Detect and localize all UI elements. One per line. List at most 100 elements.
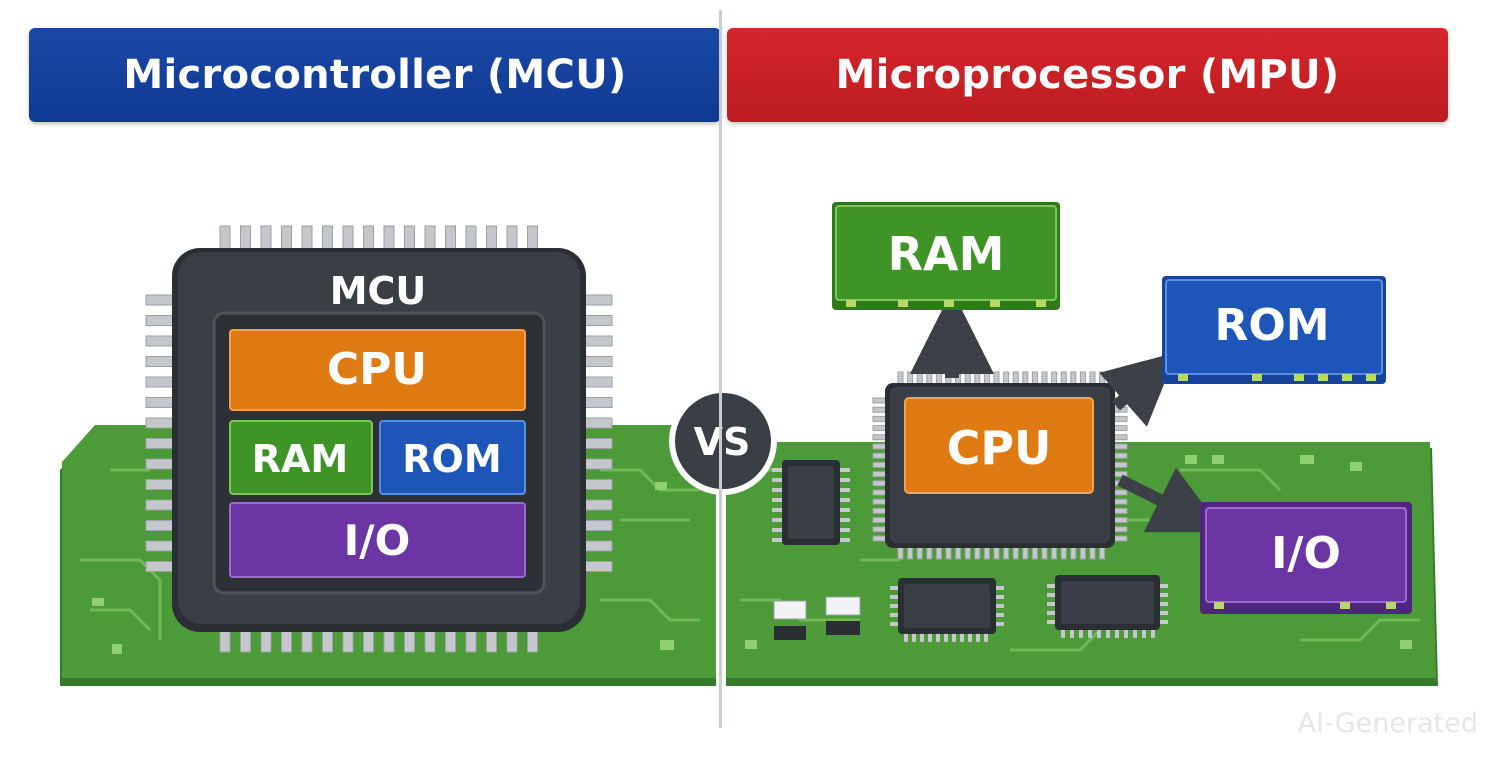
chip-pin bbox=[996, 595, 1004, 599]
chip-pin bbox=[872, 471, 887, 478]
mcu-cpu-label: CPU bbox=[327, 344, 427, 395]
chip-pin bbox=[1113, 517, 1128, 524]
chip-pin bbox=[583, 479, 613, 490]
mpu-ram-module bbox=[832, 202, 1060, 310]
chip-pin bbox=[890, 586, 898, 590]
chip-pin bbox=[872, 526, 887, 533]
mpu-title-banner: Microprocessor (MPU) bbox=[727, 28, 1448, 122]
chip-pin bbox=[840, 528, 850, 532]
chip-pin bbox=[145, 540, 175, 552]
mcu-io-block bbox=[229, 502, 526, 578]
chip-pin bbox=[1047, 620, 1055, 624]
chip-pin bbox=[260, 225, 272, 251]
chip-pin bbox=[872, 498, 887, 505]
chip-pin bbox=[583, 417, 613, 429]
chip-pin bbox=[363, 225, 374, 251]
chip-pin bbox=[1151, 630, 1155, 638]
chip-pin bbox=[772, 478, 782, 482]
chip-pin bbox=[1113, 415, 1128, 422]
mcu-rom-label: ROM bbox=[402, 437, 501, 481]
chip-pin bbox=[936, 634, 940, 642]
mpu-io-module bbox=[1200, 502, 1412, 614]
chip-pin bbox=[1160, 611, 1168, 615]
chip-pin bbox=[145, 479, 175, 490]
chip-pin bbox=[583, 335, 613, 347]
chip-pin bbox=[872, 406, 887, 413]
mcu-title: Microcontroller (MCU) bbox=[123, 52, 627, 98]
chip-pin bbox=[872, 443, 887, 450]
chip-pin bbox=[240, 225, 251, 251]
chip-pin bbox=[383, 225, 395, 251]
watermark: AI-Generated bbox=[1297, 708, 1478, 739]
chip-pin bbox=[1133, 630, 1137, 638]
chip-pin bbox=[872, 480, 887, 487]
mcu-ram-label: RAM bbox=[252, 437, 348, 481]
center-divider bbox=[719, 10, 722, 728]
chip-pin bbox=[840, 478, 850, 482]
chip-pin bbox=[1097, 630, 1101, 638]
chip-pin bbox=[1115, 630, 1119, 638]
chip-pin bbox=[996, 586, 1004, 590]
chip-pin bbox=[1047, 593, 1055, 597]
chip-pin bbox=[912, 634, 916, 642]
chip-pin bbox=[1113, 535, 1128, 542]
chip-pin bbox=[301, 225, 313, 251]
chip-pin bbox=[840, 538, 850, 542]
chip-pin bbox=[1113, 489, 1128, 496]
chip-pin bbox=[1113, 461, 1128, 468]
chip-pin bbox=[944, 634, 948, 642]
chip-pin bbox=[1079, 630, 1083, 638]
chip-pin bbox=[976, 634, 980, 642]
chip-pin bbox=[1160, 620, 1168, 624]
chip-pin bbox=[772, 528, 782, 532]
chip-pin bbox=[772, 468, 782, 472]
mpu-title: Microprocessor (MPU) bbox=[835, 52, 1340, 98]
chip-pin bbox=[1124, 630, 1128, 638]
chip-pin bbox=[145, 561, 175, 572]
chip-pin bbox=[1047, 602, 1055, 606]
chip-pin bbox=[145, 335, 175, 347]
chip-pin bbox=[465, 225, 477, 251]
chip-pin bbox=[872, 507, 887, 514]
chip-pin bbox=[1070, 630, 1074, 638]
chip-pin bbox=[872, 517, 887, 524]
small-chip-2 bbox=[898, 578, 996, 634]
arrow-cpu-to-rom bbox=[1099, 352, 1177, 427]
mcu-io-label: I/O bbox=[344, 516, 411, 565]
chip-pin bbox=[928, 634, 932, 642]
chip-pin bbox=[583, 294, 613, 306]
chip-pin bbox=[840, 488, 850, 492]
chip-pin bbox=[583, 540, 613, 552]
chip-pin bbox=[145, 438, 175, 449]
chip-pin bbox=[486, 225, 497, 251]
chip-pin bbox=[890, 595, 898, 599]
chip-pin bbox=[583, 356, 613, 367]
chip-pin bbox=[145, 499, 175, 511]
chip-pin bbox=[772, 518, 782, 522]
chip-pin bbox=[1113, 526, 1128, 533]
chip-pin bbox=[1113, 507, 1128, 514]
chip-pin bbox=[1160, 584, 1168, 588]
chip-pin bbox=[772, 538, 782, 542]
chip-pin bbox=[322, 225, 333, 251]
chip-pin bbox=[145, 315, 175, 326]
vs-label: VS bbox=[694, 420, 751, 464]
chip-pin bbox=[984, 634, 988, 642]
mcu-rom-block bbox=[379, 420, 526, 495]
chip-pin bbox=[404, 225, 415, 251]
chip-pin bbox=[1160, 593, 1168, 597]
chip-pin bbox=[1088, 630, 1092, 638]
mpu-ram-label: RAM bbox=[888, 227, 1005, 281]
chip-pin bbox=[1113, 443, 1128, 450]
mcu-ram-block bbox=[229, 420, 373, 495]
chip-pin bbox=[1061, 630, 1065, 638]
mcu-chip-label: MCU bbox=[330, 269, 427, 313]
chip-pin bbox=[960, 634, 964, 642]
chip-pin bbox=[583, 438, 613, 449]
chip-pin bbox=[583, 499, 613, 511]
small-chip-3 bbox=[1055, 575, 1160, 630]
chip-pin bbox=[1142, 630, 1146, 638]
chip-pin bbox=[952, 634, 956, 642]
chip-pin bbox=[1106, 630, 1110, 638]
